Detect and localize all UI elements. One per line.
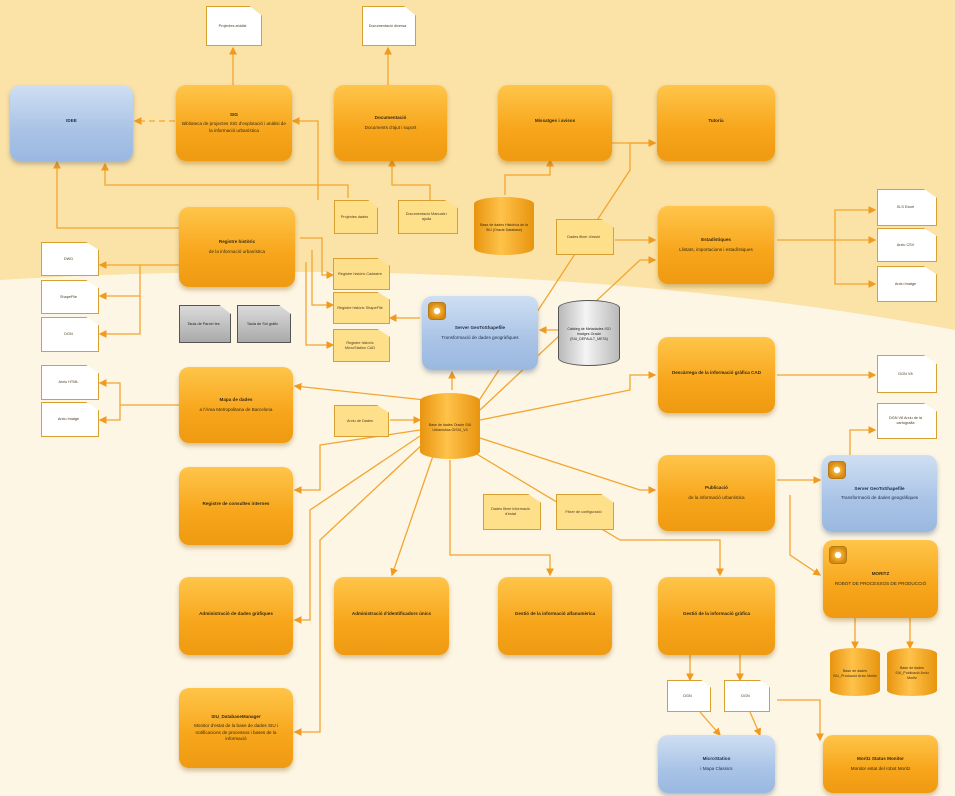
node-mapa-subtitle: a l'Àrea Metropolitana de Barcelona (199, 406, 273, 412)
doc-xls: XLS Excel (877, 189, 937, 226)
node-descarrega: Descàrrega de la informació gràfica CAD (658, 337, 775, 413)
node-documentacio-subtitle: Documents d'ajut i suport (364, 124, 417, 130)
node-dbmanager-subtitle: Monitor d'estat de la base de dades SIU … (194, 723, 278, 741)
doc-taula-parceles: Taula de Parcel·les (179, 305, 231, 343)
node-missatges-title: Missatges i avisos (534, 118, 576, 124)
node-tutoria-title: Tutoria (708, 118, 724, 124)
db-historica: Base de dades Històrica de la SIU (Oracl… (474, 197, 534, 255)
node-gestiografica: Gestió de la informació gràfica (658, 577, 775, 655)
doc-manuals: Documentació Manuals i ajuda (398, 200, 458, 234)
node-microstation-title: MicroStation (702, 756, 731, 762)
node-server2-title: Server GeoToShapefile (854, 485, 905, 491)
doc-hist-cadastre: Registre històric Cadastre (333, 258, 390, 290)
doc-projectes-analisi: Projectes anàlisi (206, 6, 262, 46)
node-moritzmonitor: Moritz Status Monitor Monitor estat del … (823, 735, 938, 793)
node-moritzmonitor-subtitle: Monitor estat del robot Moritz (850, 765, 911, 771)
node-mapa-title: Mapa de dades (219, 397, 253, 403)
doc-fitxer-config: Fitxer de configuració (556, 494, 614, 530)
doc-taula-sol: Taula de Sòl gràfic (237, 305, 291, 343)
doc-hist-cad: Registre històric MicroStation CAD (333, 329, 390, 362)
node-server2: Server GeoToShapefile Transformació de d… (822, 455, 937, 532)
node-publicacio-title: Publicació (705, 485, 728, 491)
doc-projectes-dades: Projectes dades (334, 200, 378, 234)
doc-arxiu-imatge: Arxiu Imatge (41, 402, 99, 437)
node-estadistiques: Estadístiques Llistats, importacions i e… (658, 206, 774, 284)
node-mapa: Mapa de dades a l'Àrea Metropolitana de … (179, 367, 293, 443)
doc-documentacio-diversa: Documentació diversa (362, 6, 416, 46)
node-registre: Registre històric de la informació urban… (179, 207, 295, 287)
node-moritz-subtitle: ROBOT DE PROCESSOS DE PRODUCCIÓ (834, 580, 927, 586)
node-registreconsultes-title: Registre de consultes internes (202, 501, 270, 507)
node-missatges: Missatges i avisos (498, 85, 612, 161)
gear-icon (428, 302, 446, 320)
node-server1-title: Server GeoToShapefile (454, 325, 506, 331)
db-publicacio: Base de dades SIU_Publicació Arxiu Morit… (887, 648, 937, 696)
doc-dgn-2: DGN (667, 680, 711, 712)
node-gestioalfa: Gestió de la informació alfanumèrica (498, 577, 612, 655)
db-urbanistica: Base de dades Oracle SIU Urbanística GIS… (420, 393, 480, 459)
doc-csv: Arxiu CSV (877, 228, 937, 262)
doc-dades-consulta: Dades fitxer d'estat (556, 219, 614, 255)
doc-dgn-3: DGN (724, 680, 770, 712)
node-publicacio-subtitle: de la informació urbanística (688, 494, 745, 500)
node-idee: IDEE (10, 85, 133, 161)
doc-dgn-v8: DGN V8 (877, 355, 937, 393)
node-server1: Server GeoToShapefile Transformació de d… (422, 296, 538, 370)
node-moritz: MORITZ ROBOT DE PROCESSOS DE PRODUCCIÓ (823, 540, 938, 618)
doc-shapefile: ShapeFile (41, 280, 99, 314)
node-descarrega-title: Descàrrega de la informació gràfica CAD (671, 370, 762, 376)
doc-arxiu-imatge-2: Arxiu Imatge (877, 266, 937, 302)
node-moritz-title: MORITZ (871, 571, 890, 577)
doc-dgn: DGN (41, 317, 99, 352)
node-dbmanager-title: SIU_DatabaseManager (211, 714, 261, 720)
node-registre-title: Registre històric (218, 239, 256, 245)
gear-icon (828, 461, 846, 479)
node-documentacio-title: Documentació (374, 115, 407, 121)
doc-arxiu-dades: Arxiu de Dades (334, 405, 389, 437)
node-idee-title: IDEE (66, 118, 77, 124)
gear-icon (829, 546, 847, 564)
node-adminident: Administració d'identificadors únics (334, 577, 449, 655)
node-sig-title: SIG (230, 112, 238, 118)
node-microstation: MicroStation i Mapa Classics (658, 735, 775, 793)
node-publicacio: Publicació de la informació urbanística (658, 455, 775, 531)
node-registreconsultes: Registre de consultes internes (179, 467, 293, 545)
node-registre-subtitle: de la informació urbanística (208, 248, 266, 254)
node-microstation-subtitle: i Mapa Classics (700, 765, 733, 771)
doc-dades-fitxer: Dades fitxer informació d'estat (483, 494, 541, 530)
doc-arxiu-html: Arxiu HTML (41, 365, 99, 400)
node-server2-subtitle: Transformació de dades geogràfiques (840, 495, 919, 500)
node-gestioalfa-title: Gestió de la informació alfanumèrica (514, 611, 596, 617)
node-adminident-title: Administració d'identificadors únics (351, 611, 432, 617)
node-moritzmonitor-title: Moritz Status Monitor (857, 756, 904, 762)
node-server1-subtitle: Transformació de dades geogràfiques (441, 334, 519, 340)
node-dbmanager: SIU_DatabaseManager Monitor d'estat de l… (179, 688, 293, 768)
node-sig-subtitle: Biblioteca de projectes SIG d'explotació… (182, 121, 286, 133)
doc-hist-shapefile: Registre històric ShapeFile (333, 292, 390, 324)
db-produccio: Base de dades SIU_Producció Arxiu Moritz (830, 648, 880, 696)
node-sig: SIG Biblioteca de projectes SIG d'explot… (176, 85, 292, 161)
node-tutoria: Tutoria (657, 85, 775, 161)
node-admindades: Administració de dades gràfiques (179, 577, 293, 655)
db-metadades: Catàleg de Metadades ISO Imatges Oracle … (558, 300, 620, 366)
doc-dwg: DWG (41, 242, 99, 276)
node-admindades-title: Administració de dades gràfiques (199, 611, 273, 617)
node-gestiografica-title: Gestió de la informació gràfica (682, 611, 751, 617)
node-estadistiques-subtitle: Llistats, importacions i estadístiques (679, 246, 753, 252)
doc-dgn-v8-cartografia: DGN V8 Arxiu de la cartografia (877, 403, 937, 439)
node-estadistiques-title: Estadístiques (701, 237, 731, 243)
node-documentacio: Documentació Documents d'ajut i suport (334, 85, 447, 161)
